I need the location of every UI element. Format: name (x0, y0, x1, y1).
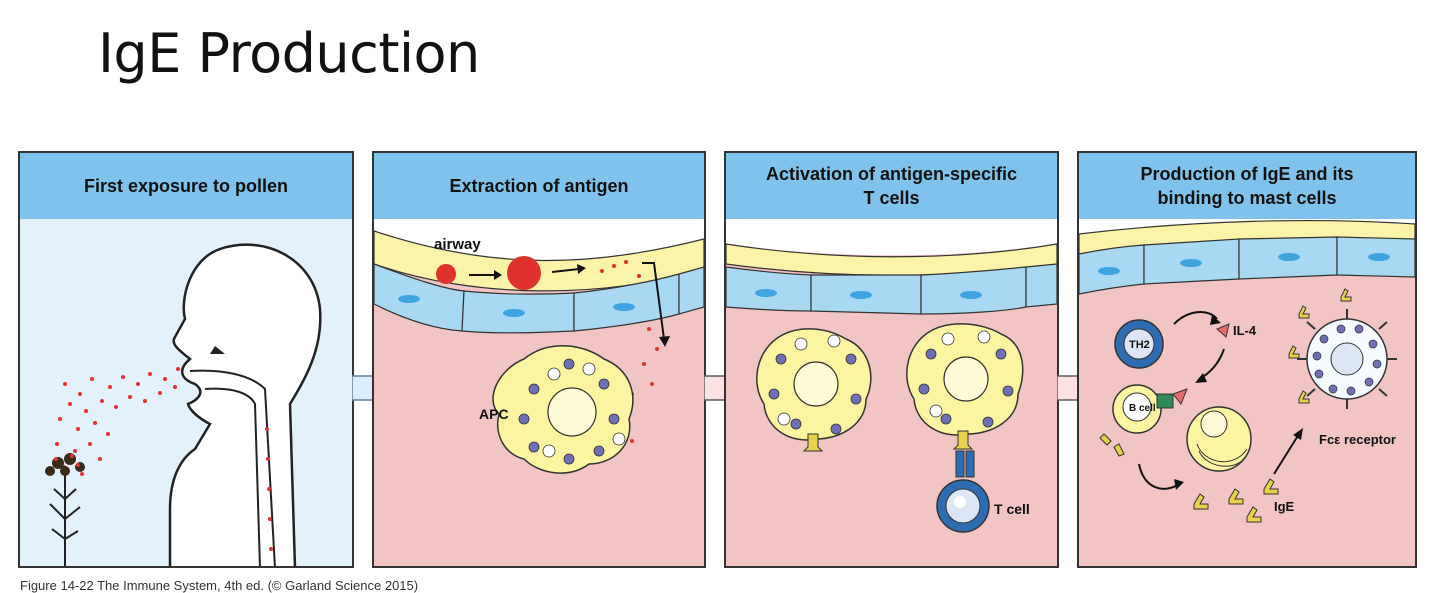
airway-label: airway (434, 236, 481, 253)
ige-production-illustration: TH2 IL-4 B cell (1079, 219, 1415, 566)
ige-label: IgE (1274, 499, 1295, 514)
panel-activation: Activation of antigen-specific T cells (724, 151, 1059, 568)
mast-cell (1288, 288, 1397, 409)
panel-ige-production: Production of IgE and its binding to mas… (1077, 151, 1417, 568)
panel-illustration (20, 219, 352, 566)
swollen-pollen-grain (507, 256, 541, 290)
apc-label: APC (479, 406, 509, 422)
eye-icon (210, 346, 225, 354)
apc-cell (492, 345, 634, 474)
panel-first-exposure: First exposure to pollen (18, 151, 354, 568)
figure-caption: Figure 14-22 The Immune System, 4th ed. … (20, 578, 419, 593)
epithelium (726, 263, 1057, 315)
first-exposure-illustration (20, 219, 352, 566)
b-cell-label: B cell (1129, 403, 1156, 414)
panel-extraction: Extraction of antigen airway (372, 151, 706, 568)
apc-cell (906, 323, 1024, 450)
head-silhouette (168, 243, 322, 566)
panel-heading: Extraction of antigen (374, 153, 704, 221)
t-cell-label: T cell (994, 501, 1030, 517)
b-cell (1112, 384, 1188, 434)
slide-title: IgE Production (98, 22, 480, 85)
il4-label: IL-4 (1233, 323, 1257, 338)
pollen-plant (45, 453, 85, 566)
th2-label: TH2 (1129, 339, 1150, 351)
apc-cell (756, 328, 872, 452)
panel-illustration: TH2 IL-4 B cell (1079, 219, 1415, 566)
plasma-cell (1186, 406, 1252, 472)
t-cell (936, 479, 990, 533)
pollen-particles (55, 367, 273, 551)
panel-heading: First exposure to pollen (20, 153, 352, 221)
activation-illustration: T cell (726, 219, 1057, 566)
extraction-illustration: airway A (374, 219, 704, 566)
panel-illustration: T cell (726, 219, 1057, 566)
panel-heading: Activation of antigen-specific T cells (726, 153, 1057, 221)
pollen-grain (436, 264, 456, 284)
th2-cell (1114, 319, 1164, 369)
panel-illustration: airway A (374, 219, 704, 566)
panel-heading: Production of IgE and its binding to mas… (1079, 153, 1415, 221)
ige-antibodies (1193, 478, 1279, 523)
fc-receptor-label: Fcε receptor (1319, 432, 1396, 447)
